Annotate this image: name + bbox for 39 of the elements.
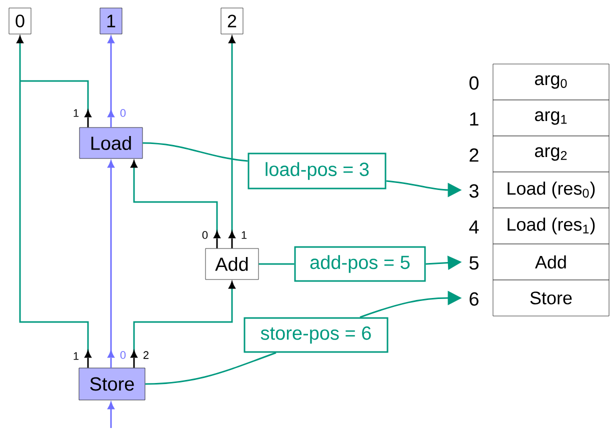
arrow [130,160,220,248]
position-label: add-pos = 5 [294,246,426,282]
operation-box: Load [79,127,143,159]
port-number: 1 [242,231,247,239]
position-label: store-pos = 6 [244,317,388,353]
arrow [228,36,236,248]
port-number: 0 [120,351,126,359]
arrow [16,36,24,81]
row-number: 4 [469,220,479,234]
arrow [130,282,236,368]
row-number: 0 [469,76,479,90]
arrow [108,36,114,128]
port-number: 1 [74,352,79,360]
operation-box: Store [78,368,146,400]
row-number: 5 [469,256,478,270]
port-number: 2 [144,351,148,359]
arrow [108,402,114,428]
row-number: 1 [470,112,478,126]
position-label: load-pos = 3 [248,152,386,190]
operation-box: Add [205,248,259,280]
table-cell: Load (res$_{0}$) [492,172,610,208]
table-cell: Add [492,244,610,280]
arrow [19,81,92,368]
row-number: 2 [470,148,478,162]
table-cell: Load (res$_{1}$) [492,208,610,244]
table-cell: arg$_{0}$ [492,64,610,100]
arrow [20,80,92,128]
table-cell: Store [492,280,610,316]
port-box: 2 [220,8,244,34]
port-number: 0 [120,109,126,117]
port-box: 0 [8,8,32,34]
table-cell: arg$_{2}$ [492,136,610,172]
table-cell: arg$_{1}$ [492,100,610,136]
port-number: 0 [202,231,208,239]
row-number: 3 [469,184,478,198]
arrow [108,160,114,368]
port-number: 1 [74,109,79,117]
row-number: 6 [470,292,478,306]
port-box: 1 [100,8,122,34]
